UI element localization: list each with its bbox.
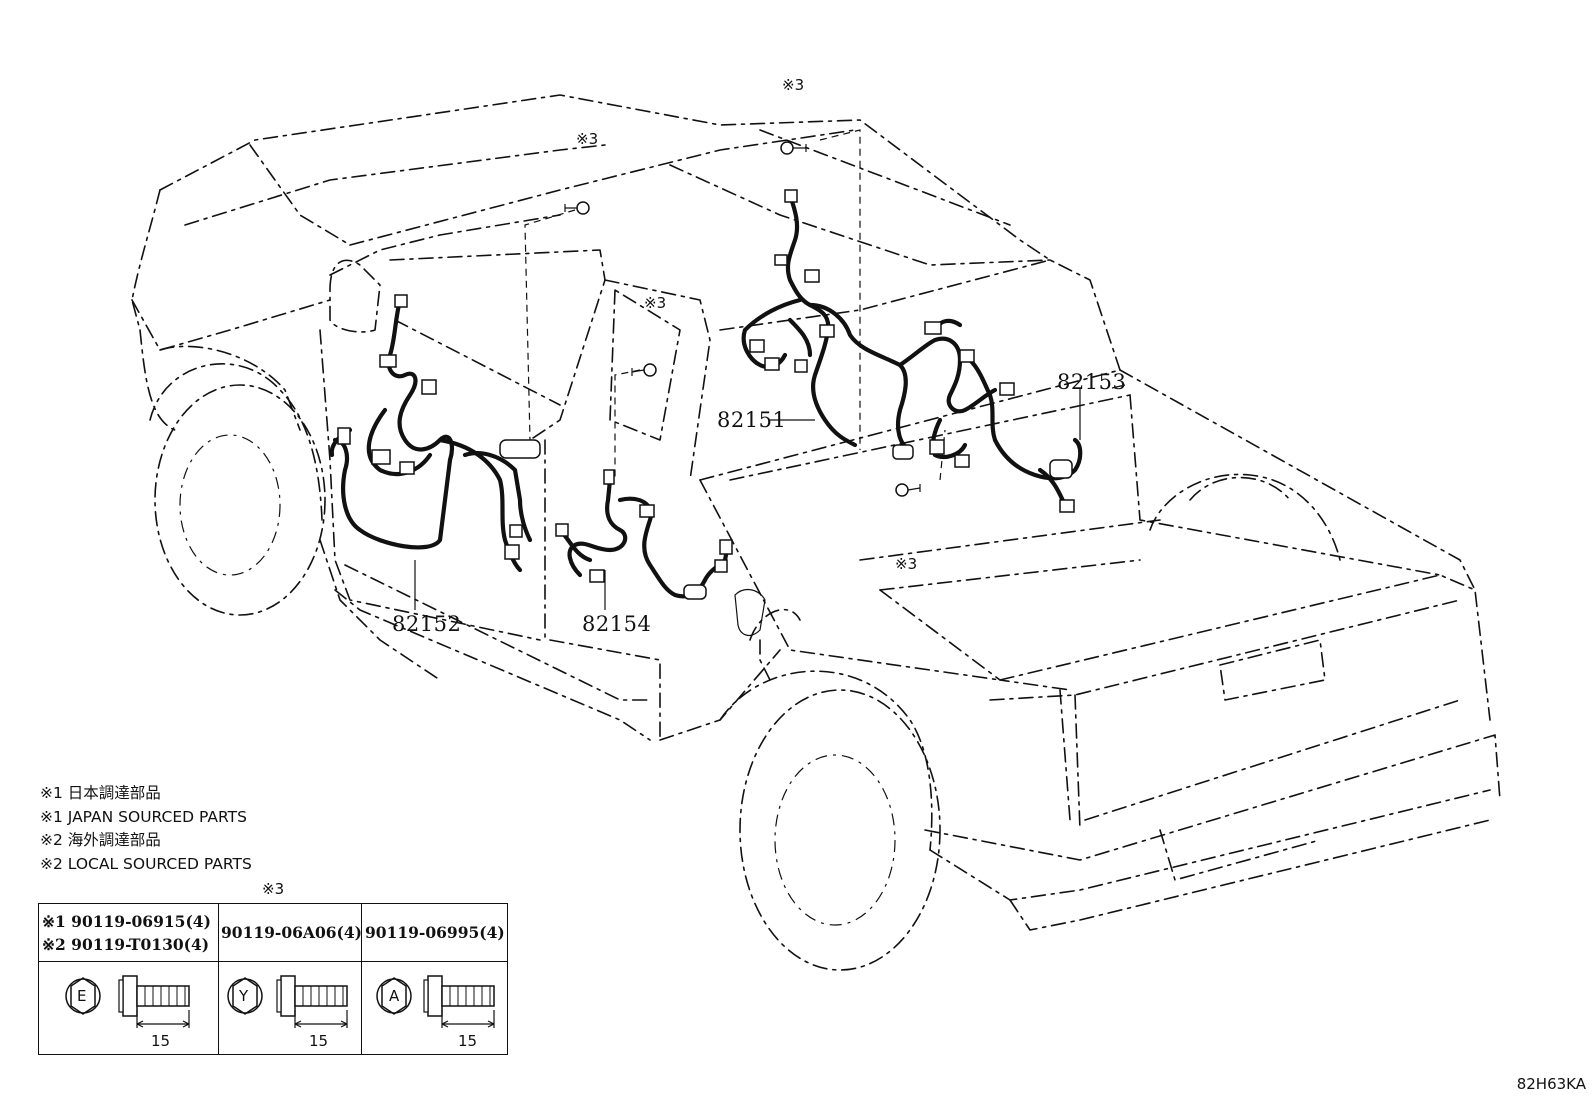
bolt-illustration-e: 15 E — [39, 962, 219, 1054]
part-leaders — [414, 384, 1126, 610]
bolt-specification-table: ※1 90119-06915(4) ※2 90119-T0130(4) 9011… — [38, 903, 508, 1055]
harness-82153 — [897, 318, 1083, 513]
note-line: ※2 LOCAL SOURCED PARTS — [40, 854, 252, 873]
bolt-table-mark: ※3 — [262, 880, 285, 898]
bolt-a-icon — [376, 975, 495, 1028]
bolt-roof-center — [780, 141, 807, 155]
sourcing-notes: ※1 日本調達部品 ※1 JAPAN SOURCED PARTS ※2 海外調達… — [40, 782, 252, 876]
bolt-table-header-col3: 90119-06995(4) — [362, 904, 507, 962]
bolt-illustration-y: 15 Y — [219, 962, 362, 1054]
bolt-e-icon — [65, 975, 190, 1028]
note-line: ※2 海外調達部品 — [40, 831, 161, 849]
bolt-mark-b-pillar: ※3 — [644, 294, 667, 312]
illustration-code: 82H63KA — [1516, 1075, 1586, 1093]
bolt-mark-bed-front: ※3 — [895, 555, 918, 573]
bolt-head-symbol: A — [389, 987, 400, 1005]
bolt-b-pillar — [631, 363, 657, 377]
bolt-mark-roof-front: ※3 — [576, 130, 599, 148]
bolt-part-number: ※1 90119-06915(4) — [42, 912, 211, 931]
bolt-table-header-col1: ※1 90119-06915(4) ※2 90119-T0130(4) — [39, 904, 219, 962]
part-label-82154: 82154 — [582, 612, 652, 636]
part-label-82152: 82152 — [392, 612, 462, 636]
bolt-mark-roof-center: ※3 — [782, 76, 805, 94]
bolt-illustration-a: 15 A — [362, 962, 507, 1054]
bolt-roof-front — [564, 201, 590, 215]
bolt-bed-front — [895, 483, 921, 497]
harness-82152 — [329, 294, 541, 573]
bolt-dimension: 15 — [458, 1032, 478, 1050]
bolt-part-number: 90119-06A06(4) — [221, 923, 362, 942]
bolt-dimension: 15 — [309, 1032, 329, 1050]
part-label-82153: 82153 — [1057, 370, 1127, 394]
part-label-82151: 82151 — [717, 408, 787, 432]
bolt-head-symbol: Y — [239, 987, 249, 1005]
bolt-head-symbol: E — [77, 987, 87, 1005]
bolt-part-number: 90119-06995(4) — [365, 923, 505, 942]
bolt-table-header-col2: 90119-06A06(4) — [219, 904, 362, 962]
note-line: ※1 JAPAN SOURCED PARTS — [40, 807, 247, 826]
note-line: ※1 日本調達部品 — [40, 784, 161, 802]
harness-82154 — [555, 469, 733, 600]
bolt-y-icon — [227, 975, 348, 1028]
bolt-dimension: 15 — [151, 1032, 171, 1050]
bolt-part-number: ※2 90119-T0130(4) — [42, 935, 210, 954]
vehicle-body-outline — [131, 94, 1501, 971]
fuel-door — [734, 588, 766, 637]
